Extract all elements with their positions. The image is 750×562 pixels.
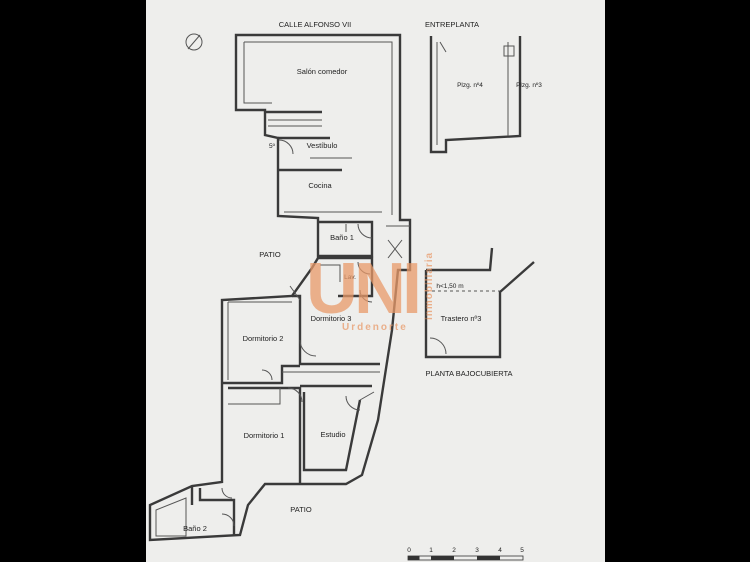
north-arrow-icon: [185, 33, 203, 51]
room-dorm1: Dormitorio 1: [244, 431, 285, 440]
patio-bottom: PATIO: [290, 505, 312, 514]
street-label: CALLE ALFONSO VII: [279, 20, 352, 29]
room-bano1: Baño 1: [330, 233, 354, 242]
scale-tick-3: 3: [475, 547, 479, 554]
watermark-horizontal: Urdenorte: [342, 322, 408, 333]
parking-space-4: Plzg. nº4: [457, 82, 483, 89]
bajocubierta-plan: [424, 247, 535, 359]
watermark-vertical: inmobiliaria: [424, 252, 435, 320]
scale-tick-4: 4: [498, 547, 502, 554]
room-cocina: Cocina: [308, 181, 332, 190]
scale-tick-2: 2: [452, 547, 456, 554]
entreplanta-plan: [429, 36, 522, 154]
scale-bar: [407, 555, 524, 561]
room-dorm2: Dormitorio 2: [243, 334, 284, 343]
room-lav: Lav.: [344, 274, 356, 281]
watermark-letters: UNI: [306, 249, 418, 329]
parking-space-3: Plzg. nº3: [516, 82, 542, 89]
room-estudio: Estudio: [320, 430, 345, 439]
scale-tick-5: 5: [520, 547, 524, 554]
room-trastero: Trastero nº3: [441, 314, 482, 323]
watermark-logo: UNI Urdenorte inmobiliaria: [306, 249, 435, 333]
scale-tick-0: 0: [407, 547, 411, 554]
door-mark: 5º: [269, 143, 276, 150]
height-note: h<1,50 m: [436, 283, 463, 290]
bajocubierta-title: PLANTA BAJOCUBIERTA: [425, 369, 512, 378]
room-dorm3: Dormitorio 3: [311, 314, 352, 323]
apartment-walls: [148, 33, 412, 542]
room-salon: Salón comedor: [297, 67, 348, 76]
entreplanta-title: ENTREPLANTA: [425, 20, 479, 29]
patio-top: PATIO: [259, 250, 281, 259]
scale-tick-1: 1: [429, 547, 433, 554]
room-bano2: Baño 2: [183, 524, 207, 533]
room-vestibulo: Vestíbulo: [307, 141, 338, 150]
